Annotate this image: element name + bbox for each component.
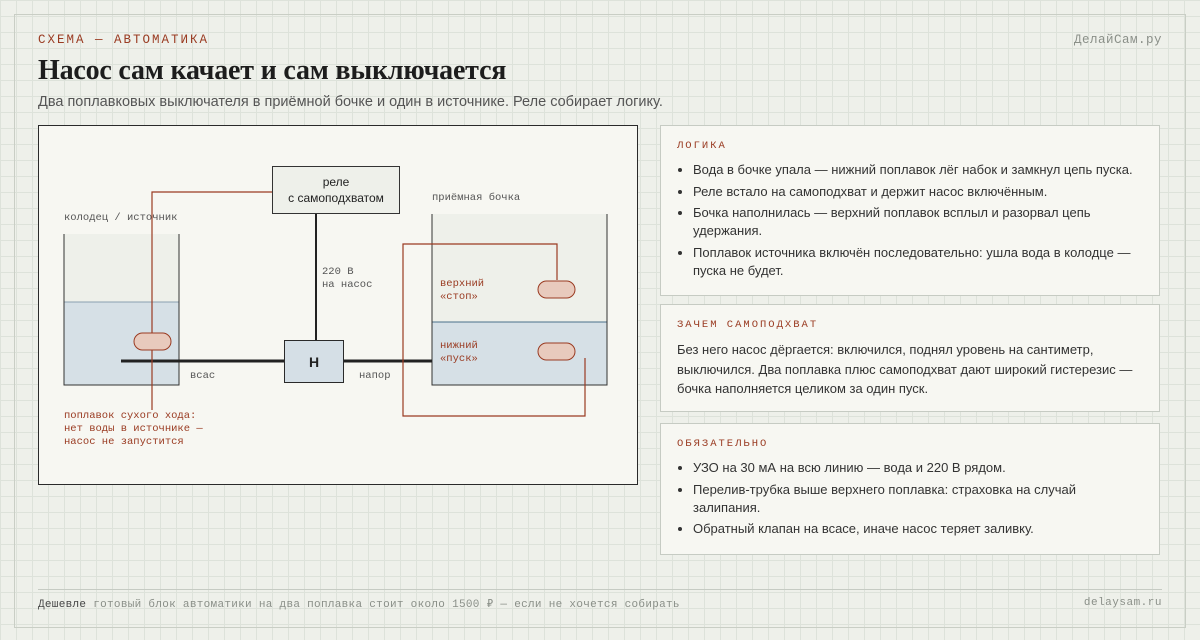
mandatory-list: УЗО на 30 мА на всю линию — вода и 220 В…: [677, 459, 1143, 538]
power-label-line1: 220 В: [322, 266, 354, 278]
top-float-label-line1: верхний: [440, 278, 485, 290]
dry-run-wire: [151, 191, 272, 333]
logic-card-title: ЛОГИКА: [677, 140, 727, 152]
relay-label-line1: реле: [322, 175, 350, 189]
well-label: колодец / источник: [64, 212, 178, 224]
top-float-label: верхний «стоп»: [440, 278, 484, 304]
tank-water: [432, 322, 607, 385]
footer-divider: [38, 589, 1162, 590]
list-item: Бочка наполнилась — верхний поплавок всп…: [693, 204, 1143, 240]
logic-list: Вода в бочке упала — нижний поплавок лёг…: [677, 161, 1143, 280]
dry-run-note-line1: поплавок сухого хода:: [64, 410, 197, 422]
list-item: Реле встало на самоподхват и держит насо…: [693, 183, 1143, 201]
footer-lead: Дешевле: [38, 599, 87, 611]
dry-run-note-line2: нет воды в источнике —: [64, 423, 203, 435]
tank-label: приёмная бочка: [432, 192, 521, 204]
bottom-float-label-line1: нижний: [440, 340, 478, 352]
page-title: Насос сам качает и сам выключается: [38, 55, 507, 86]
bottom-float-label-line2: «пуск»: [440, 353, 478, 365]
section-kicker: СХЕМА — АВТОМАТИКА: [38, 33, 210, 47]
power-label: 220 В на насос: [322, 266, 372, 292]
why-card: ЗАЧЕМ САМОПОДХВАТ Без него насос дёргает…: [660, 304, 1160, 412]
well-walls: [63, 234, 180, 386]
dry-run-note: поплавок сухого хода: нет воды в источни…: [64, 410, 203, 449]
list-item: Обратный клапан на всасе, иначе насос те…: [693, 520, 1143, 538]
top-float-wire: [402, 243, 586, 417]
relay-label-line2: с самоподхватом: [288, 191, 384, 205]
list-item: Поплавок источника включён последователь…: [693, 244, 1143, 280]
diagram-canvas: [63, 191, 608, 417]
top-float-label-line2: «стоп»: [440, 291, 478, 303]
site-link[interactable]: delaysam.ru: [1083, 597, 1162, 609]
bottom-float: [537, 342, 576, 361]
page-frame: [14, 14, 1186, 628]
pressure-label: напор: [359, 370, 391, 382]
page-subtitle: Два поплавковых выключателя в приёмной б…: [38, 94, 663, 110]
well-air: [64, 234, 179, 302]
dry-run-note-line3: насос не запустится: [64, 436, 184, 448]
relay-block: реле с самоподхватом: [272, 166, 400, 214]
tank-air: [432, 214, 607, 322]
footer-text: готовый блок автоматики на два поплавка …: [93, 599, 680, 611]
why-card-title: ЗАЧЕМ САМОПОДХВАТ: [677, 319, 819, 331]
list-item: Вода в бочке упала — нижний поплавок лёг…: [693, 161, 1143, 179]
well-float: [133, 332, 172, 351]
mandatory-card-title: ОБЯЗАТЕЛЬНО: [677, 438, 769, 450]
suction-label: всас: [190, 370, 216, 382]
pump: Н: [284, 340, 344, 383]
power-label-line2: на насос: [322, 279, 373, 291]
bottom-float-label: нижний «пуск»: [440, 340, 478, 366]
tank-walls: [431, 214, 608, 386]
logic-card: ЛОГИКА Вода в бочке упала — нижний попла…: [660, 125, 1160, 296]
top-float: [537, 280, 576, 299]
why-card-text: Без него насос дёргается: включился, под…: [677, 342, 1133, 396]
mandatory-card: ОБЯЗАТЕЛЬНО УЗО на 30 мА на всю линию — …: [660, 423, 1160, 555]
brand-name[interactable]: ДелайСам.ру: [1073, 33, 1162, 47]
list-item: Перелив-трубка выше верхнего поплавка: с…: [693, 481, 1143, 517]
footer-note: Дешевле готовый блок автоматики на два п…: [38, 597, 680, 611]
wiring-diagram: колодец / источник приёмная бочка реле с…: [38, 125, 638, 485]
list-item: УЗО на 30 мА на всю линию — вода и 220 В…: [693, 459, 1143, 477]
